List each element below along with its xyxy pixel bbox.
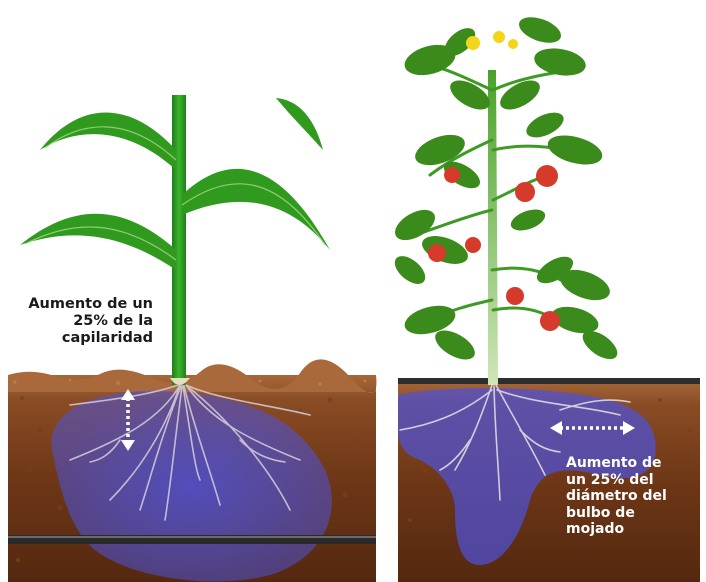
tomato-leaves — [394, 17, 618, 360]
corn-leaves — [20, 98, 330, 270]
capillarity-label-line-1: Aumento de un — [28, 296, 153, 312]
bulb-label-line-4: bulbo de — [566, 504, 635, 521]
left-panel — [8, 95, 377, 582]
right-wet-bulb — [398, 388, 656, 565]
left-wet-bulb — [51, 390, 332, 582]
bulb-label-line-1: Aumento de — [566, 455, 662, 471]
capillarity-label-line-2: 25% de la — [73, 313, 153, 329]
right-roots — [399, 384, 631, 501]
capillarity-label: Aumento de un 25% de la capilaridad — [28, 296, 153, 347]
left-roots — [69, 384, 311, 521]
bulb-diameter-label: Aumento de un 25% del diámetro del bulbo… — [566, 455, 667, 538]
bulb-label-line-5: mojado — [566, 521, 625, 537]
capillarity-label-line-3: capilaridad — [61, 330, 153, 346]
right-panel — [394, 17, 700, 582]
tomato-stem — [488, 70, 498, 385]
bulb-label-line-2: un 25% del — [566, 471, 654, 488]
capillarity-arrow — [121, 389, 135, 451]
bulb-label-line-3: diámetro del — [566, 488, 667, 504]
tomato-fruits — [428, 165, 560, 331]
left-drip-line — [8, 535, 376, 544]
bulb-diameter-arrow — [550, 421, 635, 435]
tomato-flowers — [466, 31, 518, 50]
corn-stem — [172, 95, 186, 385]
